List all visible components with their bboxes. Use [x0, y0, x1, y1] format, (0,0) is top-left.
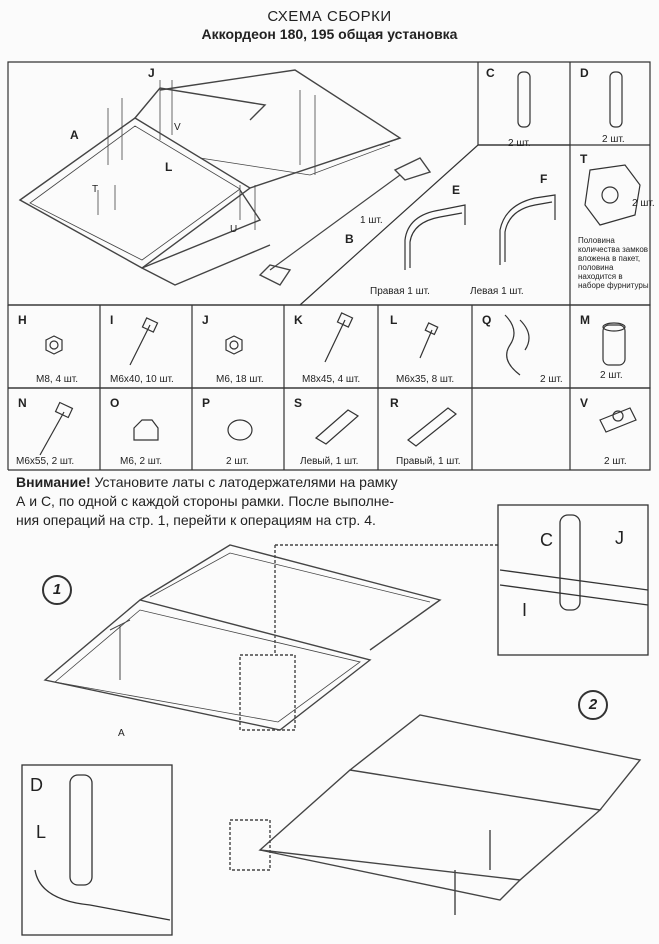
step-2-badge: 2: [578, 690, 608, 720]
part-r-caption: Правый, 1 шт.: [396, 456, 461, 467]
detail-label-j: J: [615, 528, 624, 548]
part-r-letter: R: [390, 396, 399, 410]
part-d-letter: D: [580, 66, 589, 80]
part-p-letter: P: [202, 396, 211, 410]
part-f-caption: Левая 1 шт.: [470, 286, 524, 297]
warning-label: Внимание!: [16, 474, 91, 490]
part-c-qty: 2 шт.: [508, 138, 531, 149]
detail-label-i: I: [522, 600, 528, 620]
part-o-letter: O: [110, 396, 120, 410]
part-q-letter: Q: [482, 313, 492, 327]
detail-label-l: L: [36, 822, 47, 842]
part-l-caption: M6x35, 8 шт.: [396, 374, 455, 385]
step-1-badge: 1: [42, 575, 72, 605]
part-n-caption: M6x55, 2 шт.: [16, 456, 75, 467]
frame-label-b: B: [345, 232, 354, 246]
part-t-qty: 2 шт.: [632, 198, 655, 209]
part-t-letter: T: [580, 152, 588, 166]
detail-label-d: D: [30, 775, 43, 795]
part-k-letter: K: [294, 313, 303, 327]
part-j-caption: M6, 18 шт.: [216, 374, 264, 385]
part-v-letter: V: [580, 396, 589, 410]
part-p-caption: 2 шт.: [226, 456, 249, 467]
part-m-caption: 2 шт.: [600, 370, 623, 381]
part-t-note: Половина количества замков вложена в пак…: [578, 236, 649, 290]
page-subtitle: Аккордеон 180, 195 общая установка: [201, 26, 458, 42]
part-k-caption: M8x45, 4 шт.: [302, 374, 361, 385]
part-o-caption: M6, 2 шт.: [120, 456, 163, 467]
part-i-caption: M6x40, 10 шт.: [110, 374, 174, 385]
part-h-caption: M8, 4 шт.: [36, 374, 79, 385]
part-c-letter: C: [486, 66, 495, 80]
warning-text: Внимание! Установите латы с латодержател…: [16, 474, 398, 528]
frame-label-b-qty: 1 шт.: [360, 215, 383, 226]
part-s-caption: Левый, 1 шт.: [300, 456, 359, 467]
detail-label-c: C: [540, 530, 553, 550]
part-e-letter: E: [452, 183, 461, 197]
frame-label-v: V: [174, 122, 181, 133]
part-l-letter: L: [390, 313, 398, 327]
part-e-caption: Правая 1 шт.: [370, 286, 430, 297]
frame-label-l: L: [165, 160, 173, 174]
part-m-letter: M: [580, 313, 590, 327]
detail-label-a: A: [118, 728, 125, 739]
part-n-letter: N: [18, 396, 27, 410]
page-title: СХЕМА СБОРКИ: [267, 8, 392, 25]
part-v-caption: 2 шт.: [604, 456, 627, 467]
part-i-letter: I: [110, 313, 114, 327]
frame-label-t: T: [92, 184, 99, 195]
part-f-letter: F: [540, 172, 548, 186]
part-j-letter: J: [202, 313, 209, 327]
frame-label-j: J: [148, 66, 155, 80]
frame-label-a: A: [70, 128, 79, 142]
frame-label-u: U: [230, 224, 238, 235]
part-q-caption: 2 шт.: [540, 374, 563, 385]
part-h-letter: H: [18, 313, 27, 327]
part-d-qty: 2 шт.: [602, 134, 625, 145]
part-s-letter: S: [294, 396, 303, 410]
